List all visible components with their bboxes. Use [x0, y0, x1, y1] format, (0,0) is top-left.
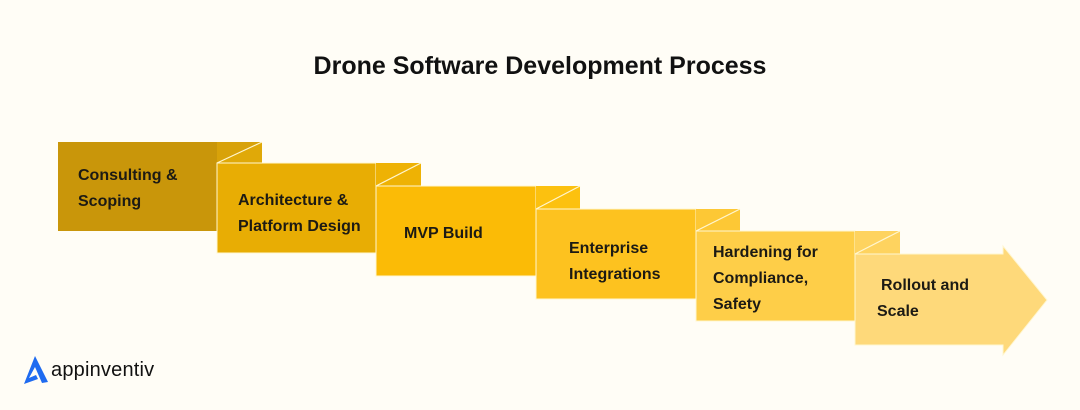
logo-a-icon: [24, 356, 48, 384]
step-2-label: Architecture &Platform Design: [238, 192, 361, 235]
step-3-shape: [375, 162, 580, 277]
step-1-shape: [58, 142, 262, 231]
step-1-label: Consulting &Scoping: [78, 167, 178, 210]
diagram-title: Drone Software Development Process: [313, 52, 767, 80]
logo-text: appinventiv: [51, 358, 155, 381]
step-6-arrow-shape: [854, 230, 1048, 357]
step-4-shape: [535, 185, 740, 300]
step-3-label: MVP Build: [404, 225, 483, 242]
step-5-shape: [695, 208, 900, 322]
appinventiv-logo: appinventiv: [22, 356, 154, 384]
